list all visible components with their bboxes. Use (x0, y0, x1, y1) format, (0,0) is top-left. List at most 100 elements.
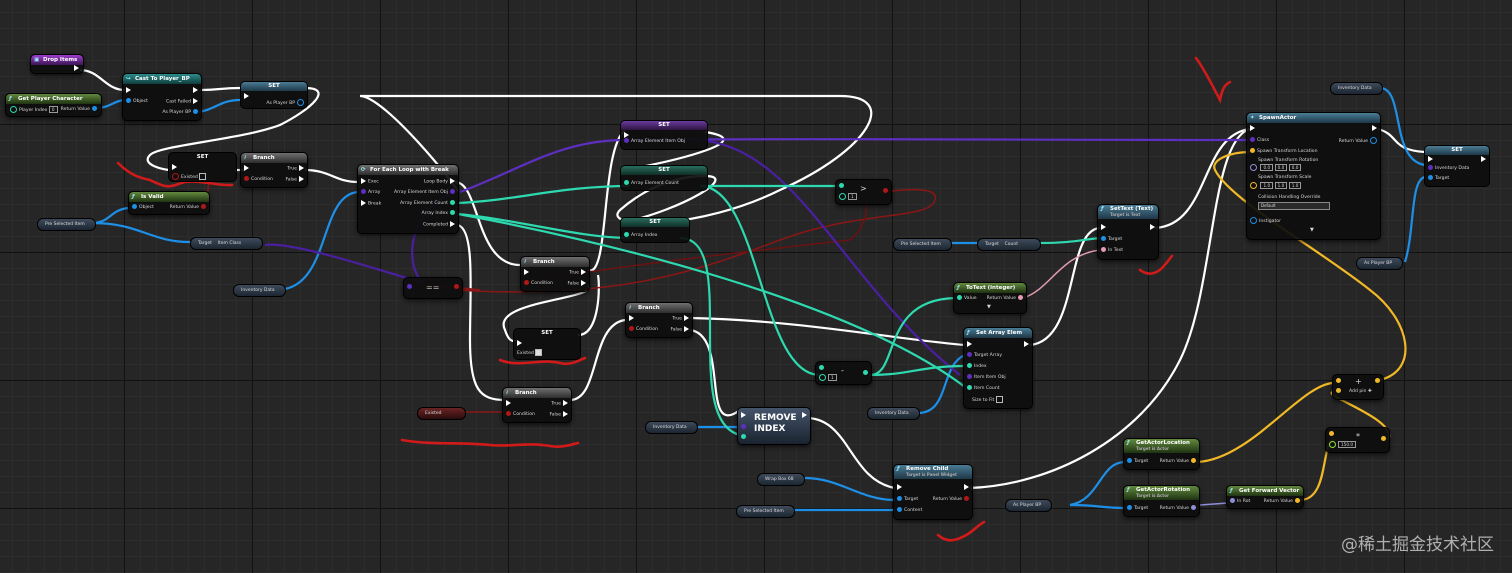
loop-body-pin[interactable]: Loop Body (424, 178, 457, 185)
wrap-box-getter[interactable]: Wrap Box 68 (757, 473, 805, 486)
content-pin[interactable]: Content (895, 507, 922, 513)
false-pin[interactable]: False (549, 411, 570, 418)
return-pin[interactable]: Return Value (1339, 137, 1379, 144)
true-pin[interactable]: True (569, 269, 588, 276)
b-pin[interactable]: 1 (837, 193, 857, 200)
exec-in-pin[interactable] (895, 484, 904, 491)
b-pin[interactable]: 150.0 (1327, 441, 1356, 448)
condition-pin[interactable]: Condition (242, 176, 273, 182)
inventory-data-getter[interactable]: Inventory Data (1330, 82, 1383, 95)
b-value[interactable]: 1 (828, 374, 837, 381)
return-pin[interactable]: Return Value (1264, 498, 1302, 504)
remove-index-node[interactable]: REMOVE INDEX (737, 407, 811, 445)
set-array-index-node[interactable]: SET Array Index (620, 217, 690, 243)
exec-in-pin[interactable] (515, 340, 524, 347)
subtract-node[interactable]: - 1 (815, 361, 872, 385)
exec-in-pin[interactable] (522, 269, 531, 276)
array-pin[interactable]: Array (359, 189, 380, 195)
for-each-loop-node[interactable]: ⟳For Each Loop with Break Exec Array Bre… (357, 164, 459, 234)
exec-out-pin[interactable] (1148, 224, 1157, 231)
index-pin[interactable]: Index (965, 363, 987, 369)
inventory-data-getter[interactable]: Inventory Data (867, 407, 920, 420)
scale-x-field[interactable]: 1.0 (1260, 182, 1274, 189)
pre-selected-item-getter[interactable]: Pre Selected Item (736, 505, 795, 518)
instigator-pin[interactable]: Instigator (1248, 217, 1281, 224)
branch-node[interactable]: ⟊Branch True Condition False (502, 387, 572, 423)
exec-in-pin[interactable] (242, 93, 251, 100)
condition-pin[interactable]: Condition (522, 280, 553, 286)
pre-selected-item-getter[interactable]: Pre Selected Item (37, 218, 96, 231)
completed-pin[interactable]: Completed (423, 221, 457, 228)
as-player-pin[interactable]: As Player BP (162, 109, 200, 115)
set-array-element-item-obj-node[interactable]: SET Array Element Item Obj (620, 120, 708, 150)
existed-getter[interactable]: Existed (417, 407, 466, 420)
scale-z-field[interactable]: 1.0 (1288, 182, 1302, 189)
item-count-pin[interactable]: Item Count (965, 385, 1000, 391)
player-index-value[interactable]: 0 (48, 106, 58, 113)
target-pin[interactable]: Target (1125, 505, 1148, 511)
inventory-data-pin[interactable]: Inventory Data (1426, 165, 1469, 171)
array-index-pin[interactable]: Array Index (422, 210, 457, 216)
exec-out-pin[interactable] (72, 65, 81, 72)
exec-in-pin[interactable] (242, 165, 251, 172)
target-pin[interactable]: Target (1426, 175, 1449, 181)
array-element-pin[interactable]: Array Element Item Obj (622, 138, 685, 144)
expand-arrow-icon[interactable]: ▼ (987, 304, 991, 310)
size-to-fit-pin[interactable]: Size to Fit (972, 396, 1003, 403)
set-existed-node[interactable]: SET Existed (513, 328, 581, 360)
target-pin[interactable]: Target (895, 496, 918, 502)
array-element-pin[interactable]: Array Element Item Obj (394, 189, 457, 195)
exec-out-pin[interactable] (800, 412, 809, 419)
as-player-out-pin[interactable]: As Player BP (266, 99, 306, 106)
exec-out-pin[interactable] (1022, 341, 1031, 348)
expand-arrow-icon[interactable]: ▼ (1310, 227, 1314, 233)
false-pin[interactable]: False (285, 176, 306, 183)
exec-out-pin[interactable] (962, 484, 971, 491)
cast-failed-pin[interactable]: Cast Failed (166, 98, 200, 105)
return-value-pin[interactable]: Return Value (61, 106, 99, 112)
object-pin[interactable]: Object (130, 204, 154, 210)
greater-than-node[interactable]: > 1 (835, 179, 892, 205)
branch-node[interactable]: ⟊Branch True Condition False (240, 152, 308, 188)
exec-in-pin[interactable] (124, 87, 133, 94)
return-pin[interactable]: Return Value (1160, 458, 1198, 464)
in-text-pin[interactable]: In Text (1099, 247, 1123, 253)
drop-items-event-node[interactable]: ▣Drop Items (30, 54, 84, 74)
break-pin[interactable]: Break (359, 200, 381, 207)
exec-in-pin[interactable] (170, 164, 179, 171)
player-index-pin[interactable]: Player Index 0 (8, 106, 58, 113)
b-pin[interactable]: 1 (817, 374, 837, 381)
add-pin-button[interactable]: Add pin ✚ (1349, 389, 1372, 394)
pre-selected-item-getter[interactable]: Pre Selected Item (893, 238, 952, 251)
b-pin[interactable] (1334, 388, 1343, 394)
exec-in-pin[interactable] (1248, 125, 1257, 132)
true-pin[interactable]: True (287, 165, 306, 172)
item-class-getter[interactable]: Target Item Class (190, 237, 263, 250)
output-pin[interactable] (1379, 436, 1388, 442)
return-pin[interactable]: Return Value (933, 496, 971, 502)
exec-in-pin[interactable] (504, 400, 513, 407)
exec-in-pin[interactable] (622, 132, 631, 139)
in-rot-pin[interactable]: In Rot (1228, 498, 1250, 504)
equal-node[interactable]: == (403, 277, 463, 299)
true-pin[interactable]: True (551, 400, 570, 407)
class-pin[interactable]: Class (1248, 137, 1269, 143)
item-obj-pin[interactable]: Item Item Obj (965, 374, 1006, 380)
output-pin[interactable] (1373, 378, 1382, 384)
rot-x-field[interactable]: 0.0 (1260, 164, 1274, 171)
as-player-bp-getter[interactable]: As Player BP (1356, 257, 1404, 270)
output-pin[interactable] (452, 284, 461, 290)
set-existed-node[interactable]: SET Existed (168, 152, 237, 182)
a-pin[interactable] (817, 365, 826, 371)
b-value[interactable]: 150.0 (1338, 441, 1356, 448)
as-player-bp-getter[interactable]: As Player BP (1005, 499, 1053, 512)
value-pin[interactable]: Value (955, 295, 977, 301)
array-pin[interactable] (739, 424, 748, 430)
